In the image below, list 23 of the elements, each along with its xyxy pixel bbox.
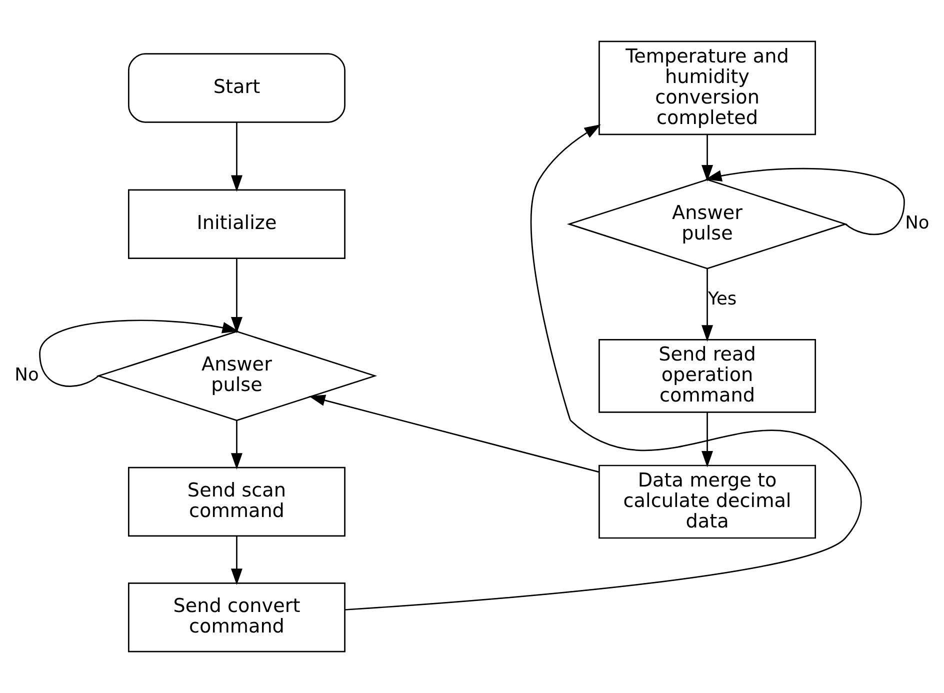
arrow [230,122,242,192]
arrow [230,420,242,470]
arrow [39,320,239,387]
arrow [702,134,714,182]
edge-label: No [14,364,39,386]
arrow [705,168,905,236]
node-diamond: Answer pulse [96,330,378,422]
edge-label: Yes [708,288,737,310]
arrow [702,412,714,468]
node-box: Send convert command [128,582,346,652]
arrow [230,536,242,586]
node-box: Temperature and humidity conversion completed [598,40,816,136]
arrow [702,268,714,342]
node-box: Data merge to calculate decimal data [598,464,816,539]
arrow [230,258,242,334]
arrow [308,394,600,473]
edge-label: No [905,212,930,234]
node-diamond: Answer pulse [566,178,848,270]
arrow [345,124,862,610]
node-box: Start [128,53,346,123]
node-box: Initialize [128,189,346,259]
node-box: Send scan command [128,466,346,537]
node-box: Send read operation command [598,338,816,413]
